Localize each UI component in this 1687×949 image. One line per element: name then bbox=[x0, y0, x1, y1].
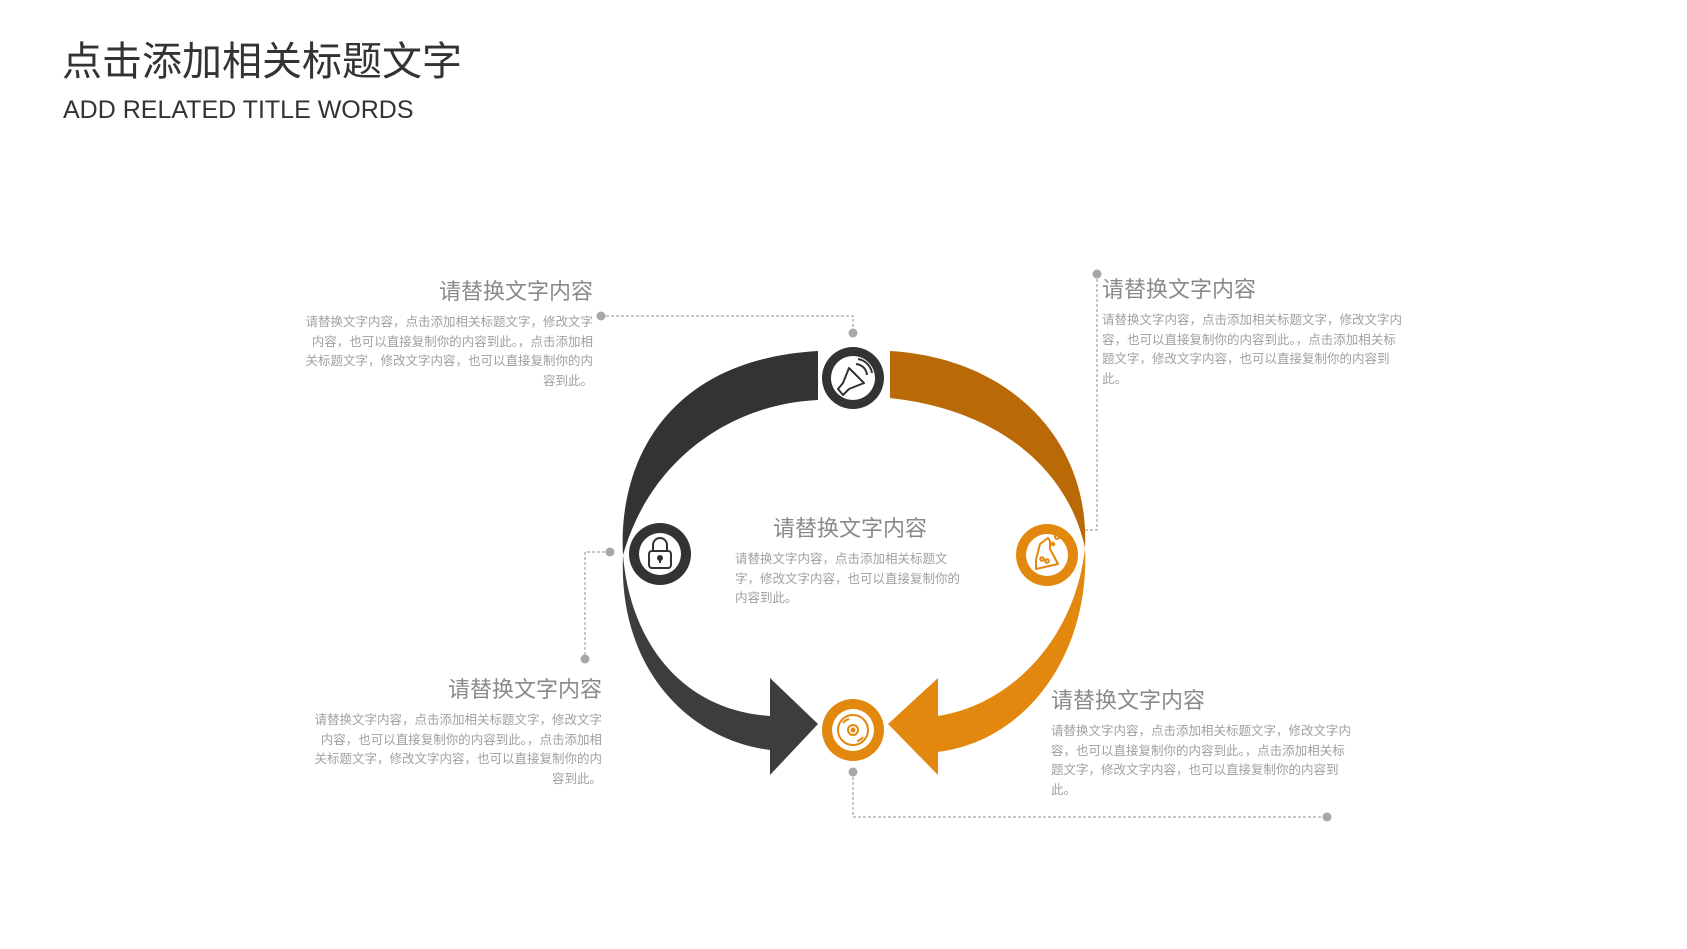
arrow-bottom-right bbox=[888, 548, 1086, 775]
node-right[interactable] bbox=[1016, 524, 1078, 586]
connector-dots bbox=[580, 269, 1332, 822]
arc-top-right bbox=[890, 351, 1086, 548]
connector-lines bbox=[584, 274, 1327, 818]
text-block-center: 请替换文字内容 请替换文字内容，点击添加相关标题文字，修改文字内容，也可以直接复… bbox=[735, 517, 965, 608]
connector-top-right bbox=[1083, 274, 1098, 531]
text-block-bottom-left: 请替换文字内容 请替换文字内容，点击添加相关标题文字，修改文字内容，也可以直接复… bbox=[310, 678, 602, 788]
block-body: 请替换文字内容，点击添加相关标题文字，修改文字内容，也可以直接复制你的内容到此。 bbox=[735, 551, 961, 606]
connector-dot bbox=[848, 767, 858, 777]
disc-icon bbox=[837, 714, 869, 746]
block-heading: 请替换文字内容 bbox=[438, 280, 593, 305]
connector-dot bbox=[1322, 812, 1332, 822]
block-heading: 请替换文字内容 bbox=[1051, 689, 1206, 714]
node-left[interactable] bbox=[629, 523, 691, 585]
connector-left bbox=[584, 551, 610, 658]
connector-dot bbox=[605, 547, 615, 557]
block-heading: 请替换文字内容 bbox=[1102, 278, 1257, 303]
page-subtitle: ADD RELATED TITLE WORDS bbox=[63, 96, 414, 124]
flask-icon bbox=[1035, 534, 1060, 570]
block-body: 请替换文字内容，点击添加相关标题文字，修改文字内容，也可以直接复制你的内容到此。… bbox=[1102, 312, 1403, 386]
block-body: 请替换文字内容，点击添加相关标题文字，修改文字内容，也可以直接复制你的内容到此。… bbox=[305, 314, 593, 388]
text-block-top-right: 请替换文字内容 请替换文字内容，点击添加相关标题文字，修改文字内容，也可以直接复… bbox=[1102, 278, 1402, 388]
connector-dot bbox=[848, 328, 858, 338]
connector-dot bbox=[1092, 269, 1102, 279]
block-body: 请替换文字内容，点击添加相关标题文字，修改文字内容，也可以直接复制你的内容到此。… bbox=[1051, 723, 1352, 797]
block-heading: 请替换文字内容 bbox=[772, 517, 927, 542]
lock-icon bbox=[648, 537, 672, 569]
speaker-icon bbox=[837, 358, 873, 396]
connector-dot bbox=[580, 654, 590, 664]
page-title: 点击添加相关标题文字 bbox=[62, 39, 462, 85]
arrow-bottom-left bbox=[622, 555, 818, 775]
block-body: 请替换文字内容，点击添加相关标题文字，修改文字内容，也可以直接复制你的内容到此。… bbox=[314, 712, 602, 786]
connector-bottom bbox=[852, 772, 1327, 818]
block-heading: 请替换文字内容 bbox=[447, 678, 602, 703]
text-block-top-left: 请替换文字内容 请替换文字内容，点击添加相关标题文字，修改文字内容，也可以直接复… bbox=[300, 280, 593, 390]
connector-top-left bbox=[601, 315, 854, 332]
node-top[interactable] bbox=[822, 347, 884, 409]
node-bottom[interactable] bbox=[822, 699, 884, 761]
connector-dot bbox=[596, 311, 606, 321]
text-block-bottom-right: 请替换文字内容 请替换文字内容，点击添加相关标题文字，修改文字内容，也可以直接复… bbox=[1051, 689, 1353, 799]
arc-top-left bbox=[622, 351, 818, 555]
